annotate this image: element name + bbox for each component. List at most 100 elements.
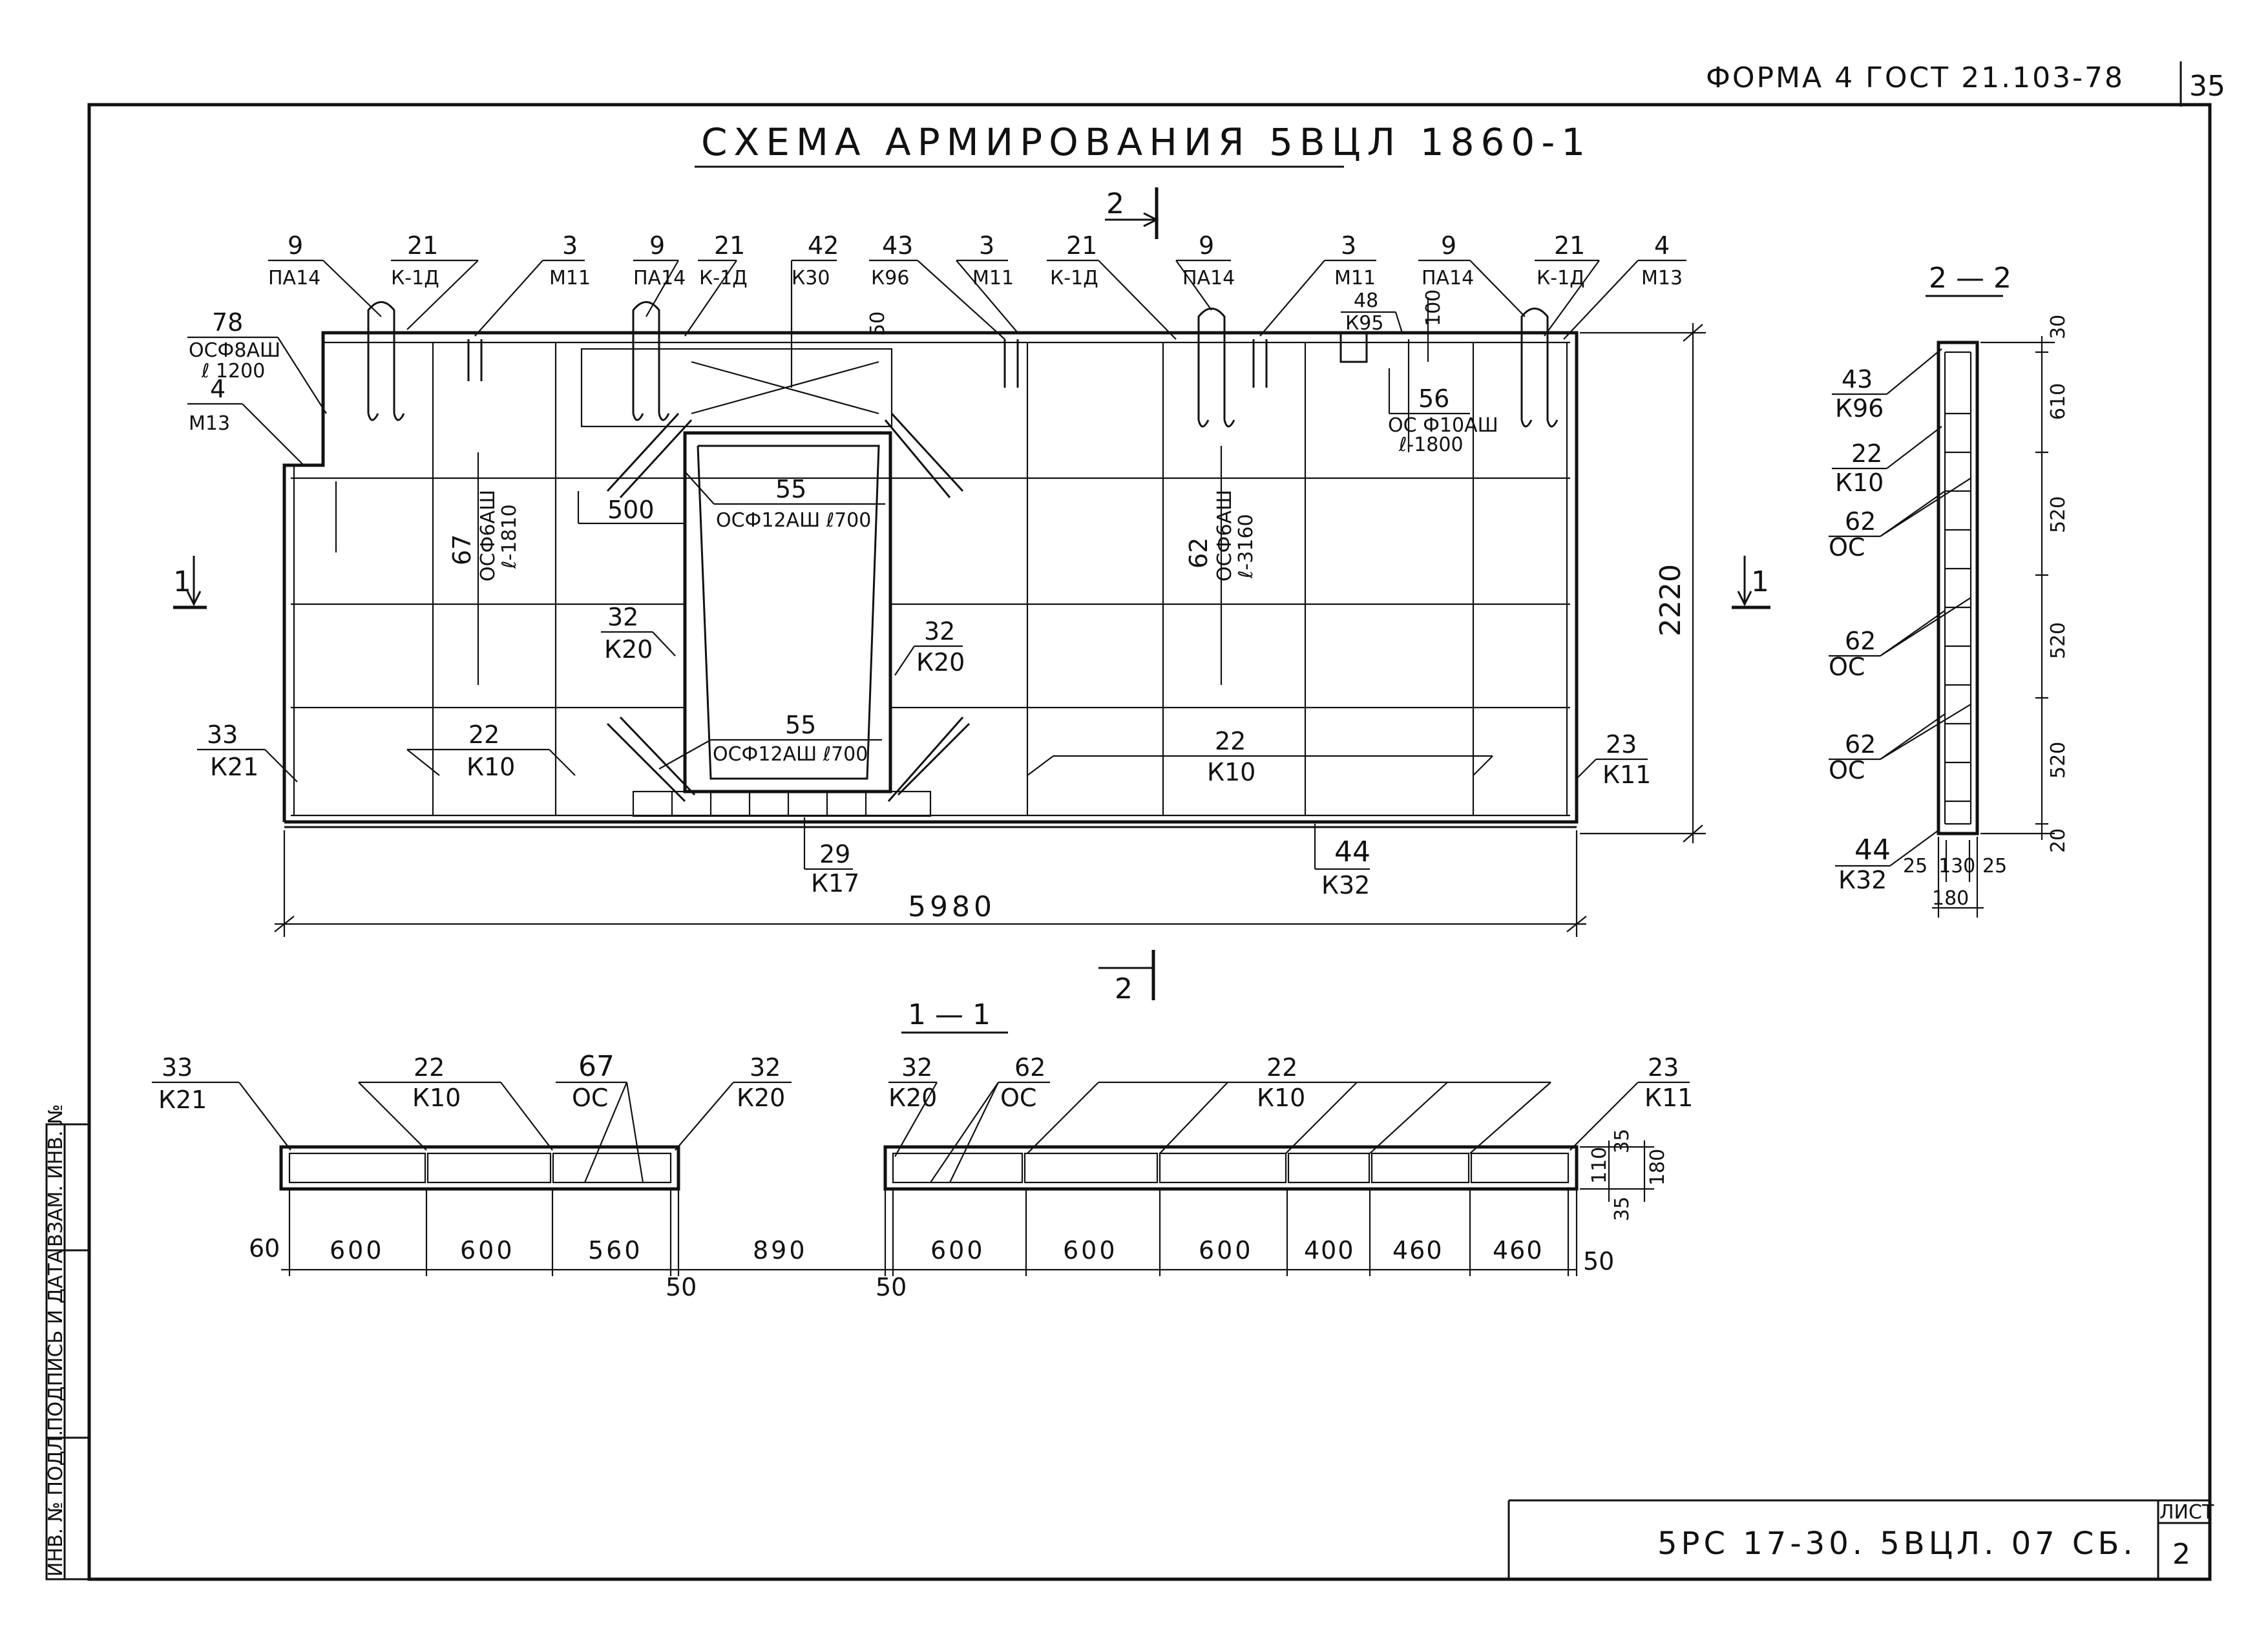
dim-180: 180 — [1932, 887, 1969, 910]
svg-text:К20: К20 — [604, 635, 653, 664]
svg-text:62: 62 — [1845, 627, 1876, 655]
svg-text:ОСФ12АШ ℓ700: ОСФ12АШ ℓ700 — [716, 509, 871, 532]
svg-text:5980: 5980 — [908, 890, 996, 923]
svg-text:К20: К20 — [888, 1084, 937, 1112]
svg-text:44: 44 — [1334, 835, 1370, 868]
svg-text:55: 55 — [775, 475, 806, 503]
elevation-view: 9 ПА14 21 К-1Д 3 М11 9 ПА14 21 К-1Д — [173, 187, 1770, 1005]
svg-text:9: 9 — [288, 231, 303, 260]
svg-text:ОСФ6АШ: ОСФ6АШ — [477, 490, 499, 582]
svg-text:К95: К95 — [1345, 312, 1383, 335]
diagonal-bar — [884, 419, 951, 498]
dim-600: 600 — [460, 1236, 515, 1265]
svg-text:4: 4 — [210, 375, 226, 403]
svg-text:22: 22 — [1851, 439, 1882, 468]
diagonal-bar — [897, 722, 971, 796]
panel-outline — [282, 331, 1579, 824]
section-2-2-callout: 44 К32 — [1835, 830, 1939, 894]
svg-text:33: 33 — [162, 1053, 193, 1082]
svg-text:43: 43 — [1842, 365, 1873, 394]
section-marker-2-bottom: 2 — [1098, 950, 1155, 1005]
section-marker-1-left: 1 — [173, 556, 207, 609]
section-2-2-callout: 62 ОС — [1829, 478, 1971, 562]
svg-text:4: 4 — [1654, 231, 1670, 260]
section-1-1-callout: 67 ОС — [556, 1050, 644, 1183]
svg-text:ОСФ6АШ: ОСФ6АШ — [1213, 490, 1236, 582]
dim-20: 20 — [2047, 828, 2070, 853]
section-2-2-callout: 62 ОС — [1829, 597, 1971, 681]
diagonal-bar — [606, 722, 686, 803]
svg-text:32: 32 — [924, 617, 955, 646]
svg-text:К10: К10 — [1835, 468, 1884, 497]
dim-560: 560 — [588, 1236, 643, 1265]
svg-text:22: 22 — [1266, 1053, 1297, 1082]
section-2-2-callout: 22 К10 — [1832, 426, 1942, 497]
callout-top-21-k1d: 21 К-1Д — [391, 231, 479, 330]
stamp-signature-date: ПОДПИСЬ И ДАТА — [45, 1250, 67, 1431]
svg-text:ПА14: ПА14 — [268, 267, 320, 289]
svg-text:62: 62 — [1845, 507, 1876, 536]
opening-frame — [697, 445, 880, 780]
lifting-loop — [1197, 308, 1235, 428]
svg-text:К11: К11 — [1644, 1084, 1693, 1112]
callout-4-m13-left: 4 М13 — [187, 375, 304, 466]
svg-text:9: 9 — [1199, 231, 1214, 260]
section-marker-1-right: 1 — [1732, 556, 1770, 609]
callout-top-3-m11: 3 М11 — [474, 231, 591, 337]
section-1-1-callout: 23 К11 — [1570, 1053, 1693, 1151]
svg-text:К21: К21 — [210, 753, 258, 781]
dim-35: 35 — [1611, 1129, 1633, 1153]
form-reference: ФОРМА 4 ГОСТ 21.103-78 — [1706, 61, 2125, 94]
svg-text:ОСФ8АШ: ОСФ8АШ — [189, 339, 280, 362]
top-notch — [1339, 333, 1368, 363]
svg-text:К-1Д: К-1Д — [391, 267, 439, 289]
section-2-2-callout: 43 К96 — [1832, 348, 1942, 423]
sheet-label: ЛИСТ — [2159, 1501, 2214, 1524]
svg-text:ОС: ОС — [1829, 756, 1865, 784]
callout-44-k32: 44 К32 — [1314, 824, 1370, 899]
embedded-part-m11 — [1252, 339, 1268, 388]
svg-text:62: 62 — [1184, 538, 1213, 569]
dim-610: 610 — [2047, 383, 2070, 420]
svg-text:3: 3 — [979, 231, 994, 260]
svg-text:1: 1 — [1751, 565, 1769, 598]
svg-text:78: 78 — [212, 308, 243, 337]
svg-text:К20: К20 — [916, 648, 965, 677]
svg-text:ℓ-1800: ℓ-1800 — [1398, 434, 1464, 456]
svg-text:К10: К10 — [1207, 758, 1255, 786]
svg-text:М11: М11 — [1334, 267, 1376, 289]
callout-67: 67 ОСФ6АШ ℓ-1810 — [448, 490, 521, 582]
stamp-inv-podl: ИНВ. № ПОДЛ. — [45, 1430, 67, 1577]
svg-text:К10: К10 — [467, 753, 515, 781]
callout-top-3-m11: 3 М11 — [1259, 231, 1376, 337]
callout-55-bottom: 55 ОСФ12АШ ℓ700 — [658, 711, 882, 770]
callout-29-k17: 29 К17 — [803, 817, 859, 898]
dim-600: 600 — [1199, 1236, 1254, 1265]
svg-text:62: 62 — [1845, 730, 1876, 759]
dimension-width-5980: 5980 — [274, 830, 1587, 937]
section-1-1-callout: 62 ОС — [930, 1053, 1050, 1183]
callout-top-43-k96: 43 К96 — [869, 231, 1005, 340]
callout-top-9-pa14: 9 ПА14 — [1175, 231, 1235, 311]
section-marker-2-top: 2 — [1105, 187, 1159, 239]
dim-520: 520 — [2047, 496, 2070, 533]
svg-text:44: 44 — [1854, 834, 1891, 867]
section-1-1-callout: 32 К20 — [675, 1053, 792, 1151]
callout-78: 78 ОСФ8АШ ℓ 1200 — [187, 308, 327, 414]
svg-text:ОСФ12АШ ℓ700: ОСФ12АШ ℓ700 — [713, 743, 868, 766]
dim-30: 30 — [2047, 315, 2070, 339]
svg-text:21: 21 — [1554, 231, 1585, 260]
callout-48-k95: 48 К95 — [1341, 289, 1403, 335]
section-2-2-title: 2 — 2 — [1929, 262, 2011, 295]
svg-text:ПА14: ПА14 — [1422, 267, 1474, 289]
section-1-1-callout: 22 К10 — [358, 1053, 553, 1151]
dim-110: 110 — [1588, 1147, 1611, 1184]
dim-35: 35 — [1611, 1197, 1633, 1221]
callout-top-4-m13: 4 М13 — [1563, 231, 1686, 340]
svg-text:К-1Д: К-1Д — [1537, 267, 1585, 289]
svg-text:67: 67 — [448, 534, 476, 565]
svg-text:67: 67 — [578, 1050, 614, 1083]
bottom-mesh — [632, 790, 932, 817]
svg-text:21: 21 — [407, 231, 438, 260]
svg-text:3: 3 — [562, 231, 578, 260]
